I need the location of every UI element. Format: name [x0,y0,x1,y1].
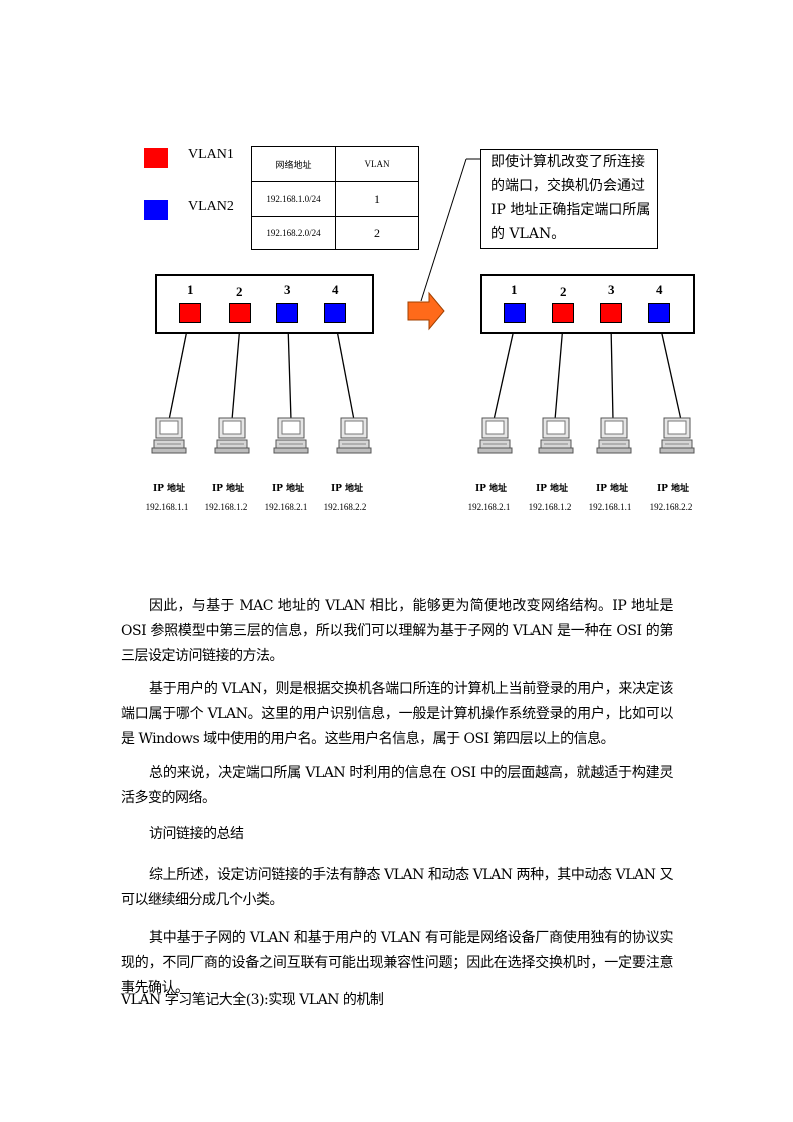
pc-ip-label: IP 地址 [474,484,508,494]
cable-line [659,324,682,421]
chapter-title: VLAN 学习笔记大全(3):实现 VLAN 的机制 [121,992,384,1008]
table-cell: 192.168.2.0/24 [251,216,336,250]
right-port-4 [648,303,670,323]
right-port-2 [552,303,574,323]
pc-ip-value: 192.168.2.2 [649,502,693,512]
vlan2-legend-label: VLAN2 [188,199,234,214]
right-port-number: 2 [560,284,567,299]
left-port-number: 3 [284,282,291,297]
vlan2-color-swatch [144,200,168,220]
callout-line: 即使计算机改变了所连接 [491,154,645,170]
network-diagram-lines [151,158,695,454]
callout-line: 的 VLAN。 [491,226,566,242]
pc-ip-label: IP 地址 [595,484,629,494]
table-cell: 2 [335,216,419,250]
right-port-number: 1 [511,282,518,297]
computer-icon [273,417,309,454]
computer-icon [538,417,574,454]
callout-pointer-line [420,158,467,302]
left-port-1 [179,303,201,323]
left-port-4 [324,303,346,323]
cable-line [335,324,355,421]
pc-ip-label: IP 地址 [535,484,569,494]
cable-line [554,324,564,421]
pc-ip-value: 192.168.1.1 [145,502,189,512]
computer-icon [214,417,250,454]
computer-icon [336,417,372,454]
vlan1-legend-label: VLAN1 [188,147,234,162]
cable-line [231,324,241,421]
left-port-3 [276,303,298,323]
pc-ip-value: 192.168.1.1 [588,502,632,512]
right-port-1 [504,303,526,323]
pc-ip-label: IP 地址 [330,484,364,494]
table-header-network: 网络地址 [251,146,336,182]
callout-line: 的端口，交换机仍会通过 [491,178,645,194]
table-header-vlan: VLAN [335,146,419,182]
network-vlan-table: 网络地址 VLAN 192.168.1.0/24 1 192.168.2.0/2… [251,146,419,250]
vlan1-color-swatch [144,148,168,168]
body-paragraph: 基于用户的 VLAN，则是根据交换机各端口所连的计算机上当前登录的用户，来决定该… [121,681,674,747]
right-port-number: 3 [608,282,615,297]
pc-ip-label: IP 地址 [211,484,245,494]
callout-line: IP 地址正确指定端口所属 [491,202,651,218]
body-paragraph: 总的来说，决定端口所属 VLAN 时利用的信息在 OSI 中的层面越高，就越适于… [121,765,674,806]
computer-icon [477,417,513,454]
section-heading: 访问链接的总结 [149,826,244,842]
right-port-number: 4 [656,282,663,297]
cable-line [287,324,292,421]
cable-line [168,324,189,421]
left-port-2 [229,303,251,323]
callout-box: 即使计算机改变了所连接 的端口，交换机仍会通过 IP 地址正确指定端口所属 的 … [480,149,658,249]
pc-ip-value: 192.168.2.2 [323,502,367,512]
left-port-number: 4 [332,282,339,297]
pc-ip-label: IP 地址 [271,484,305,494]
pc-ip-label: IP 地址 [656,484,690,494]
left-port-number: 1 [187,282,194,297]
pc-ip-value: 192.168.2.1 [264,502,308,512]
cable-line [493,324,516,421]
body-paragraph: 其中基于子网的 VLAN 和基于用户的 VLAN 有可能是网络设备厂商使用独有的… [121,930,674,996]
pc-ip-value: 192.168.1.2 [528,502,572,512]
right-port-3 [600,303,622,323]
pc-ip-label: IP 地址 [152,484,186,494]
computer-icon [151,417,187,454]
pc-ip-value: 192.168.2.1 [467,502,511,512]
body-paragraph: 综上所述，设定访问链接的手法有静态 VLAN 和动态 VLAN 两种，其中动态 … [121,867,674,908]
transition-arrow-icon [407,291,445,331]
computer-icon [596,417,632,454]
body-paragraph: 因此，与基于 MAC 地址的 VLAN 相比，能够更为简便地改变网络结构。IP … [121,598,674,664]
computer-icon [659,417,695,454]
left-port-number: 2 [236,284,243,299]
cable-line [610,324,614,421]
pc-ip-value: 192.168.1.2 [204,502,248,512]
